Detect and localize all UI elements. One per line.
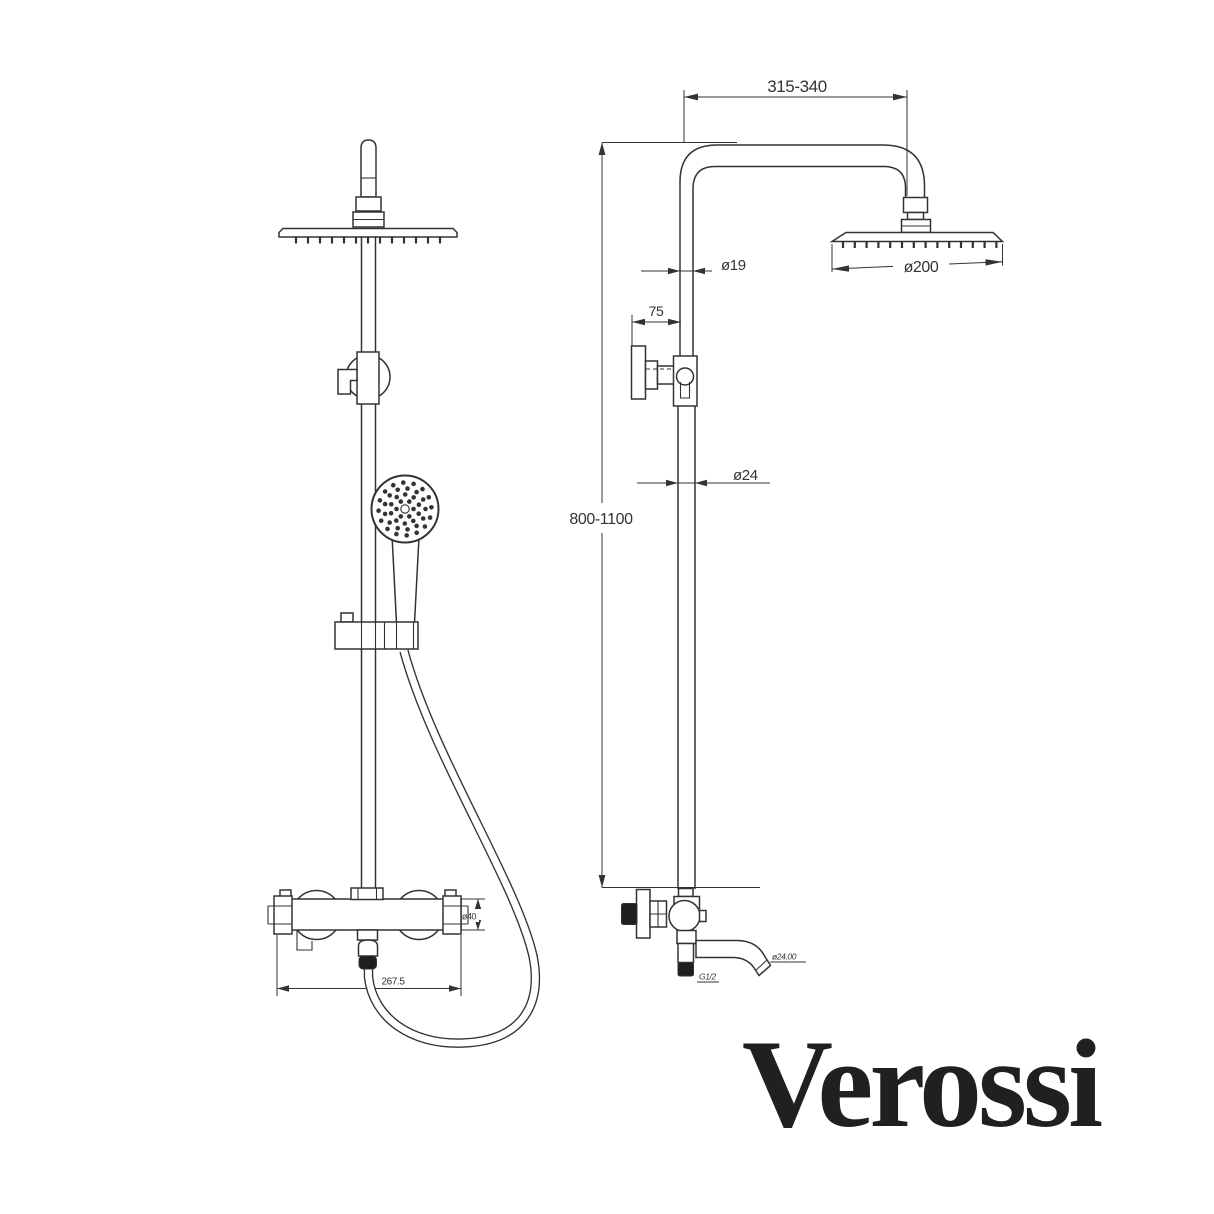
- mixer-body: [274, 898, 462, 931]
- label-spout-diameter-text: ø24,00: [772, 952, 797, 962]
- riser-pipe-front: [360, 236, 377, 888]
- hand-shower-head: [370, 474, 440, 544]
- dim-head-diameter-label: ø200: [904, 259, 939, 276]
- wall-flange: [635, 888, 651, 939]
- valve-body: [668, 899, 701, 933]
- valve-knob: [621, 903, 638, 925]
- wall-bracket-side: [630, 345, 698, 407]
- dim-upper-pipe: ø19: [641, 257, 746, 275]
- hose-connector: [357, 939, 379, 970]
- rain-shower-head-side: [829, 196, 1005, 248]
- dim-mixer-width-label: 267.5: [381, 977, 405, 988]
- shower-hose: [363, 649, 541, 1048]
- rain-shower-head-front: [278, 227, 458, 244]
- shower-arm-side: [679, 144, 926, 357]
- hand-shower: [370, 474, 440, 624]
- dim-lower-pipe-label: ø24: [733, 467, 758, 484]
- dim-arm-span-label: 315-340: [767, 77, 827, 96]
- dim-mixer-diameter-label: ø40: [462, 912, 477, 922]
- thermostatic-mixer: [267, 887, 469, 951]
- front-view-drawing: 267.5 ø40: [267, 139, 541, 1048]
- nozzles-side: [841, 242, 998, 248]
- dim-column-height: 800-1100: [569, 142, 760, 888]
- nozzles-front: [294, 237, 442, 244]
- dim-head-diameter: ø200: [831, 244, 1003, 276]
- slider-holder: [334, 612, 419, 650]
- dim-upper-pipe-label: ø19: [721, 257, 746, 274]
- tub-spout: [695, 939, 772, 977]
- riser-top-cap: [352, 139, 385, 228]
- riser-pipe-side: [677, 405, 696, 890]
- dim-mixer-diameter: ø40: [458, 898, 485, 931]
- label-spout-diameter: ø24,00: [770, 952, 806, 963]
- label-outlet-thread-text: G1/2: [699, 972, 717, 982]
- brand-logo: Verossi: [742, 1015, 1103, 1154]
- side-view-drawing: 315-340 800-1100 ø19 75 ø24: [569, 77, 1005, 983]
- hand-shower-handle: [391, 534, 420, 624]
- dim-column-height-label: 800-1100: [569, 511, 633, 528]
- spray-face-dots: [376, 480, 434, 538]
- dim-bracket-offset-label: 75: [649, 303, 664, 319]
- dim-lower-pipe: ø24: [637, 467, 770, 487]
- dim-arm-span: 315-340: [683, 77, 908, 196]
- bottom-valve-side: [621, 887, 772, 977]
- mixer-outlet: [356, 929, 379, 941]
- dim-bracket-offset: 75: [631, 303, 681, 349]
- wall-bracket-front: [337, 351, 391, 405]
- outlet-nut: [677, 962, 694, 977]
- label-outlet-thread: G1/2: [697, 972, 719, 983]
